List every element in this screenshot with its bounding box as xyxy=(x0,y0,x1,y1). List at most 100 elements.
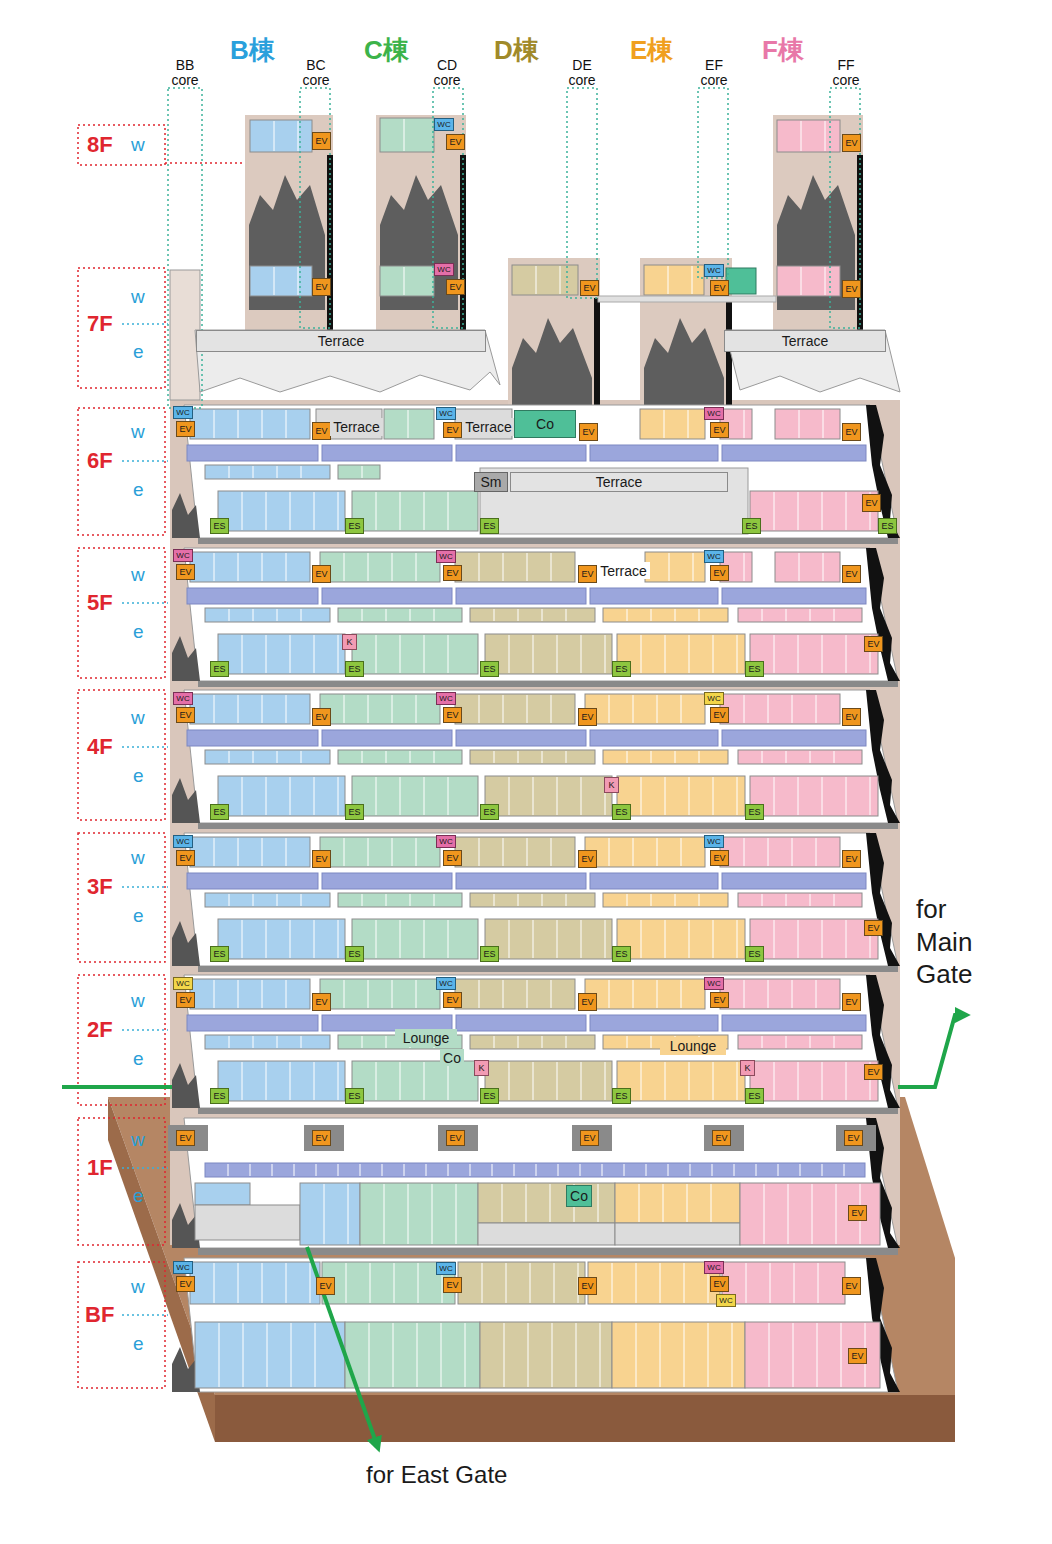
room-divider xyxy=(518,894,519,906)
node-text: ES xyxy=(615,665,627,674)
room-divider xyxy=(551,695,552,723)
room-divider xyxy=(267,1323,268,1387)
floor-bracket xyxy=(78,408,165,535)
room-divider xyxy=(605,920,606,958)
corridor-divider xyxy=(756,1164,757,1176)
room-divider xyxy=(229,466,230,478)
node-text: WC xyxy=(439,410,452,418)
node-text: WC xyxy=(176,695,189,703)
room-divider xyxy=(816,980,817,1008)
room-divider xyxy=(394,1263,395,1303)
room-divider xyxy=(434,751,435,763)
room-divider xyxy=(214,838,215,866)
elevator-box: EV xyxy=(578,850,597,868)
node-text: WC xyxy=(439,1265,452,1273)
lounge-box: Lounge xyxy=(660,1037,726,1055)
elevator-hall xyxy=(572,1125,612,1151)
node-text: EV xyxy=(581,855,593,864)
room-divider xyxy=(675,894,676,906)
room-divider xyxy=(612,1263,613,1303)
room xyxy=(738,1035,862,1049)
node-text: EV xyxy=(581,713,593,722)
room xyxy=(190,409,310,439)
room-divider xyxy=(846,635,847,673)
core-label: DE core xyxy=(560,58,604,87)
wing-divider xyxy=(122,746,168,748)
room-divider xyxy=(639,1184,640,1222)
room-divider xyxy=(542,609,543,621)
elevator-box: EV xyxy=(842,565,861,583)
floor-bracket xyxy=(78,548,165,678)
node-text: EV xyxy=(713,569,725,578)
room-divider xyxy=(527,980,528,1008)
room-divider xyxy=(253,1036,254,1048)
node-text: EV xyxy=(847,1134,859,1143)
room xyxy=(750,491,878,531)
node-text: Sm xyxy=(481,475,502,489)
room-divider xyxy=(404,267,405,295)
node-text: EV xyxy=(713,426,725,435)
room-divider xyxy=(681,980,682,1008)
room-divider xyxy=(509,920,510,958)
building-label: F棟 xyxy=(762,36,804,65)
room xyxy=(470,750,595,764)
room xyxy=(300,1183,360,1245)
room xyxy=(588,1262,720,1304)
node-text: WC xyxy=(176,409,189,417)
room-divider xyxy=(713,635,714,673)
floor-label: 8F xyxy=(87,133,113,157)
room-divider xyxy=(290,492,291,530)
room-divider xyxy=(641,777,642,815)
room-divider xyxy=(542,894,543,906)
room-divider xyxy=(242,777,243,815)
room-divider xyxy=(551,838,552,866)
room-divider xyxy=(410,751,411,763)
room-divider xyxy=(253,894,254,906)
room-divider xyxy=(708,1323,709,1387)
wing-divider xyxy=(122,602,168,604)
wing-label: w xyxy=(131,1277,145,1298)
node-text: EV xyxy=(315,137,327,146)
corridor-divider xyxy=(514,1164,515,1176)
corridor xyxy=(722,730,866,746)
terrace-box: Terrace xyxy=(724,330,886,352)
room-divider xyxy=(550,1184,551,1222)
node-text: EV xyxy=(446,569,458,578)
room-divider xyxy=(392,838,393,866)
escalator-box: ES xyxy=(345,946,364,962)
room-divider xyxy=(290,635,291,673)
room-divider xyxy=(846,920,847,958)
room-divider xyxy=(533,777,534,815)
corridor-divider xyxy=(712,1164,713,1176)
escalator-box: ES xyxy=(745,804,764,820)
room xyxy=(345,1322,480,1388)
corridor xyxy=(590,1015,718,1031)
wing-label: e xyxy=(133,480,144,501)
node-text: WC xyxy=(707,267,720,275)
floor-slab xyxy=(184,405,898,538)
room-divider xyxy=(660,1263,661,1303)
room-divider xyxy=(744,695,745,723)
floor-ridge xyxy=(198,1248,898,1255)
room-divider xyxy=(368,695,369,723)
room-divider xyxy=(338,777,339,815)
node-text: WC xyxy=(707,838,720,846)
room-divider xyxy=(502,1184,503,1222)
room-divider xyxy=(801,121,802,151)
room xyxy=(218,1061,345,1101)
room xyxy=(745,1322,880,1388)
floor-bracket xyxy=(78,833,165,962)
room-divider xyxy=(681,695,682,723)
room-divider xyxy=(533,1062,534,1100)
room-divider xyxy=(846,1062,847,1100)
kitchen-box: K xyxy=(604,777,619,793)
room-divider xyxy=(633,838,634,866)
room-divider xyxy=(798,635,799,673)
node-text: EV xyxy=(319,1282,331,1291)
corridor xyxy=(722,873,866,889)
room-divider xyxy=(744,410,745,438)
tower-wall xyxy=(245,115,333,330)
route-arrow xyxy=(307,1247,378,1448)
room-divider xyxy=(238,1263,239,1303)
room xyxy=(190,552,310,582)
